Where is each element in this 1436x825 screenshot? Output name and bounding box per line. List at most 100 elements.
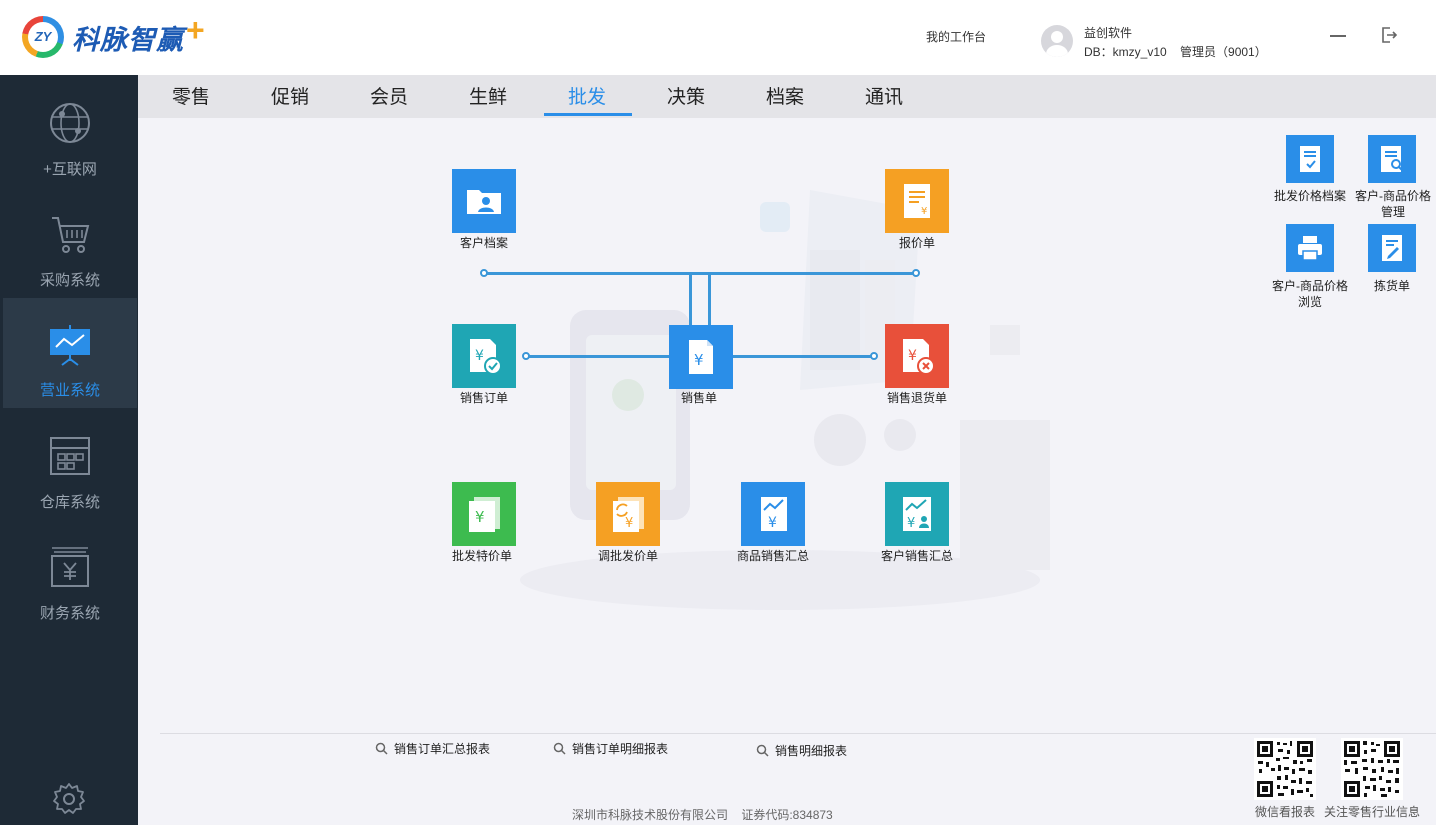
- app-logo: ZY 科脉智赢 +: [22, 12, 205, 58]
- picking-list-label: 拣货单: [1373, 279, 1410, 293]
- picking-edit-icon: [1382, 235, 1402, 261]
- sidebar-item-label: 营业系统: [39, 382, 100, 399]
- tab-archive[interactable]: 档案: [765, 87, 804, 108]
- connector-right-vertical: [708, 272, 711, 328]
- sidebar-item-purchase[interactable]: 采购系统: [3, 204, 137, 314]
- customer-file-label: 客户档案: [459, 236, 508, 250]
- company-footer: 深圳市科脉技术股份有限公司 证券代码:834873: [572, 808, 833, 822]
- customer-price-browse-button[interactable]: [1286, 224, 1334, 272]
- report-link-sales-detail[interactable]: 销售明细报表: [756, 742, 847, 759]
- sales-return-button[interactable]: ¥: [885, 324, 949, 388]
- svg-text:¥: ¥: [921, 206, 927, 217]
- sidebar: +互联网 采购系统 营业系统 仓库系统: [0, 75, 138, 825]
- connector-top-horizontal: [486, 272, 916, 275]
- svg-text:¥: ¥: [908, 348, 917, 364]
- goods-sales-summary-button[interactable]: ¥: [741, 482, 805, 546]
- printer-icon: [1298, 236, 1322, 261]
- customer-file-button[interactable]: [452, 169, 516, 233]
- cart-icon: [52, 217, 90, 253]
- connector-node: [480, 269, 488, 277]
- price-adjust-refresh-icon: ¥: [613, 497, 644, 532]
- tab-fresh[interactable]: 生鲜: [468, 87, 507, 108]
- sidebar-item-internet[interactable]: +互联网: [3, 93, 137, 203]
- active-tab-indicator: [544, 113, 632, 116]
- tab-decision[interactable]: 决策: [666, 87, 705, 108]
- report-link-label: 销售明细报表: [775, 744, 848, 758]
- sales-order-check-icon: ¥: [470, 339, 502, 375]
- quotation-button[interactable]: ¥: [885, 169, 949, 233]
- customer-price-management-button[interactable]: [1368, 135, 1416, 183]
- tab-wholesale[interactable]: 批发: [567, 87, 606, 108]
- sidebar-item-label: 财务系统: [39, 605, 100, 622]
- wechat-report-qr-code: [1254, 738, 1316, 800]
- report-link-order-summary[interactable]: 销售订单汇总报表: [375, 740, 490, 757]
- search-icon: [553, 742, 566, 755]
- wholesale-special-price-button[interactable]: ¥: [452, 482, 516, 546]
- minimize-button[interactable]: [1330, 35, 1346, 37]
- connector-node: [870, 352, 878, 360]
- customer-summary-trend-icon: ¥: [903, 497, 931, 531]
- sidebar-item-finance[interactable]: 财务系统: [3, 537, 137, 647]
- customer-price-browse-label: 客户-商品价格浏览: [1272, 279, 1348, 309]
- svg-text:¥: ¥: [475, 348, 484, 364]
- sidebar-item-label: 仓库系统: [39, 494, 100, 511]
- sales-order-button[interactable]: ¥: [452, 324, 516, 388]
- connector-left-vertical: [689, 272, 692, 328]
- user-name: 益创软件: [1084, 26, 1133, 40]
- presentation-icon: [50, 325, 90, 366]
- retail-news-label: 关注零售行业信息: [1324, 805, 1421, 819]
- sidebar-item-label: 采购系统: [39, 272, 100, 289]
- quotation-document-icon: ¥: [904, 184, 930, 218]
- svg-text:¥: ¥: [907, 516, 915, 531]
- wechat-report-label: 微信看报表: [1255, 805, 1316, 819]
- svg-text:¥: ¥: [475, 508, 485, 526]
- wholesale-price-adjust-button[interactable]: ¥: [596, 482, 660, 546]
- tab-promotion[interactable]: 促销: [270, 87, 309, 108]
- logo-badge: ZY: [34, 29, 52, 44]
- customer-price-management-label: 客户-商品价格管理: [1355, 189, 1431, 219]
- wholesale-special-price-label: 批发特价单: [451, 549, 512, 563]
- logo-text: 科脉智赢: [72, 24, 184, 55]
- settings-gear-icon[interactable]: [52, 782, 86, 816]
- tab-retail[interactable]: 零售: [171, 87, 210, 108]
- tab-member[interactable]: 会员: [369, 87, 408, 108]
- retail-news-qr-code: [1341, 738, 1403, 800]
- picking-list-button[interactable]: [1368, 224, 1416, 272]
- sidebar-item-business[interactable]: 营业系统: [3, 298, 137, 408]
- sales-slip-button[interactable]: ¥: [669, 325, 733, 389]
- sales-order-label: 销售订单: [459, 391, 508, 405]
- wholesale-price-file-button[interactable]: [1286, 135, 1334, 183]
- search-icon: [756, 744, 769, 757]
- connector-node: [912, 269, 920, 277]
- logo-ring-icon: ZY: [22, 16, 64, 58]
- avatar[interactable]: [1041, 25, 1073, 57]
- logo-plus-icon: +: [186, 11, 205, 48]
- my-workbench-link[interactable]: 我的工作台: [926, 30, 987, 44]
- globe-icon: [50, 103, 90, 143]
- quotation-label: 报价单: [898, 236, 935, 250]
- sidebar-item-warehouse[interactable]: 仓库系统: [3, 426, 137, 536]
- special-price-stack-icon: ¥: [469, 497, 500, 532]
- search-icon: [375, 742, 388, 755]
- sales-return-label: 销售退货单: [886, 391, 947, 405]
- finance-icon: [51, 547, 89, 587]
- warehouse-icon: [50, 437, 90, 475]
- module-tab-bar: 零售 促销 会员 生鲜 批发 决策 档案 通讯: [138, 75, 1436, 118]
- sales-slip-label: 销售单: [680, 391, 717, 405]
- svg-text:¥: ¥: [768, 515, 777, 531]
- customer-sales-summary-button[interactable]: ¥: [885, 482, 949, 546]
- report-link-label: 销售订单汇总报表: [394, 742, 491, 756]
- sidebar-item-label: +互联网: [43, 161, 97, 178]
- sales-slip-document-icon: ¥: [689, 340, 713, 374]
- logout-icon[interactable]: [1380, 26, 1398, 44]
- sales-return-cancel-icon: ¥: [903, 339, 935, 375]
- user-db-info: DB：kmzy_v10 管理员（9001）: [1084, 45, 1267, 59]
- wholesale-price-adjust-label: 调批发价单: [597, 549, 658, 563]
- svg-text:¥: ¥: [625, 516, 633, 531]
- report-link-order-detail[interactable]: 销售订单明细报表: [553, 740, 668, 757]
- tab-communication[interactable]: 通讯: [864, 87, 903, 108]
- connector-node: [522, 352, 530, 360]
- svg-text:¥: ¥: [694, 351, 704, 369]
- wholesale-price-file-label: 批发价格档案: [1273, 189, 1346, 203]
- customer-sales-summary-label: 客户销售汇总: [880, 549, 953, 563]
